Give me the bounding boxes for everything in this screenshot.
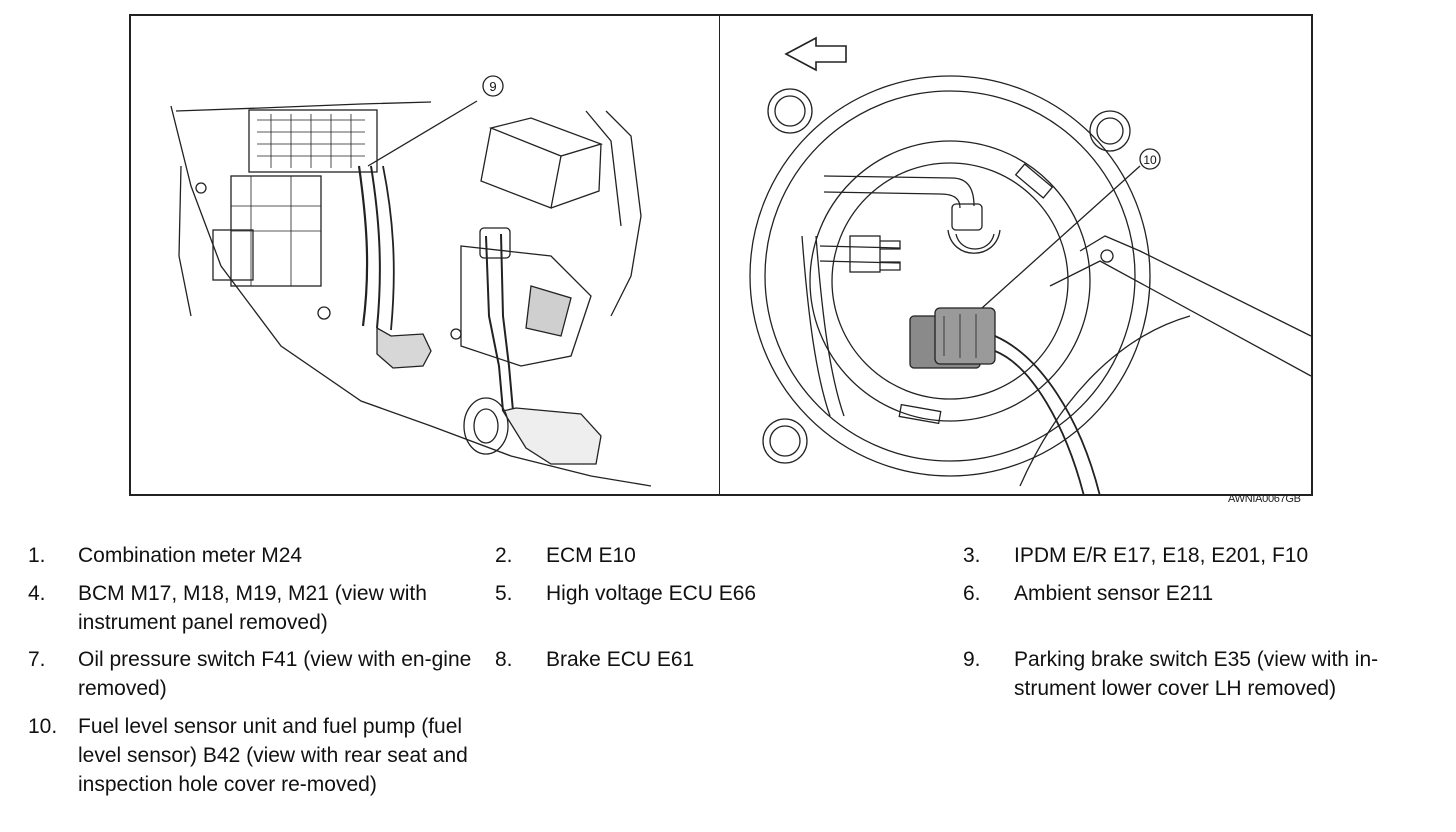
legend-item-2: 2. ECM E10	[495, 541, 935, 570]
legend-text: ECM E10	[546, 544, 636, 567]
under-dash-illustration: 9	[170, 75, 652, 487]
legend-number: 1.	[28, 544, 46, 567]
callout-label-10: 10	[1143, 153, 1157, 167]
legend-number: 4.	[28, 582, 46, 605]
legend-item-4: 4. BCM M17, M18, M19, M21 (view with ins…	[28, 579, 478, 637]
legend-item-6: 6. Ambient sensor E211	[963, 579, 1403, 608]
legend-item-9: 9. Parking brake switch E35 (view with i…	[963, 645, 1413, 703]
legend-number: 7.	[28, 648, 46, 671]
legend-text: BCM M17, M18, M19, M21 (view with instru…	[78, 582, 427, 634]
figure-divider	[719, 14, 720, 496]
legend-item-10: 10. Fuel level sensor unit and fuel pump…	[28, 712, 478, 828]
legend-text: Brake ECU E61	[546, 648, 695, 671]
legend-item-1: 1. Combination meter M24	[28, 541, 478, 570]
legend-text: Parking brake switch E35 (view with in-s…	[1014, 648, 1379, 700]
legend-number: 2.	[495, 544, 513, 567]
legend-text: Oil pressure switch F41 (view with en-gi…	[78, 648, 472, 700]
legend-text: IPDM E/R E17, E18, E201, F10	[1014, 544, 1309, 567]
legend-item-5: 5. High voltage ECU E66	[495, 579, 935, 608]
legend-number: 6.	[963, 582, 981, 605]
legend-text: Fuel level sensor unit and fuel pump (fu…	[78, 715, 468, 796]
legend-item-7: 7. Oil pressure switch F41 (view with en…	[28, 645, 478, 703]
legend-number: 8.	[495, 648, 513, 671]
legend-item-3: 3. IPDM E/R E17, E18, E201, F10	[963, 541, 1403, 570]
callout-label-9: 9	[489, 79, 496, 94]
legend-item-8: 8. Brake ECU E61	[495, 645, 935, 674]
legend-number: 10.	[28, 715, 58, 738]
legend-text: High voltage ECU E66	[546, 582, 757, 605]
legend-number: 5.	[495, 582, 513, 605]
legend-text: Ambient sensor E211	[1014, 582, 1214, 605]
legend-text: Combination meter M24	[78, 544, 303, 567]
legend-number: 9.	[963, 648, 981, 671]
fuel-pump-access-illustration: 10	[749, 36, 1311, 494]
legend-number: 3.	[963, 544, 981, 567]
figure-code: AWNIA0067GB	[1228, 493, 1301, 505]
figure-frame	[129, 14, 1313, 496]
